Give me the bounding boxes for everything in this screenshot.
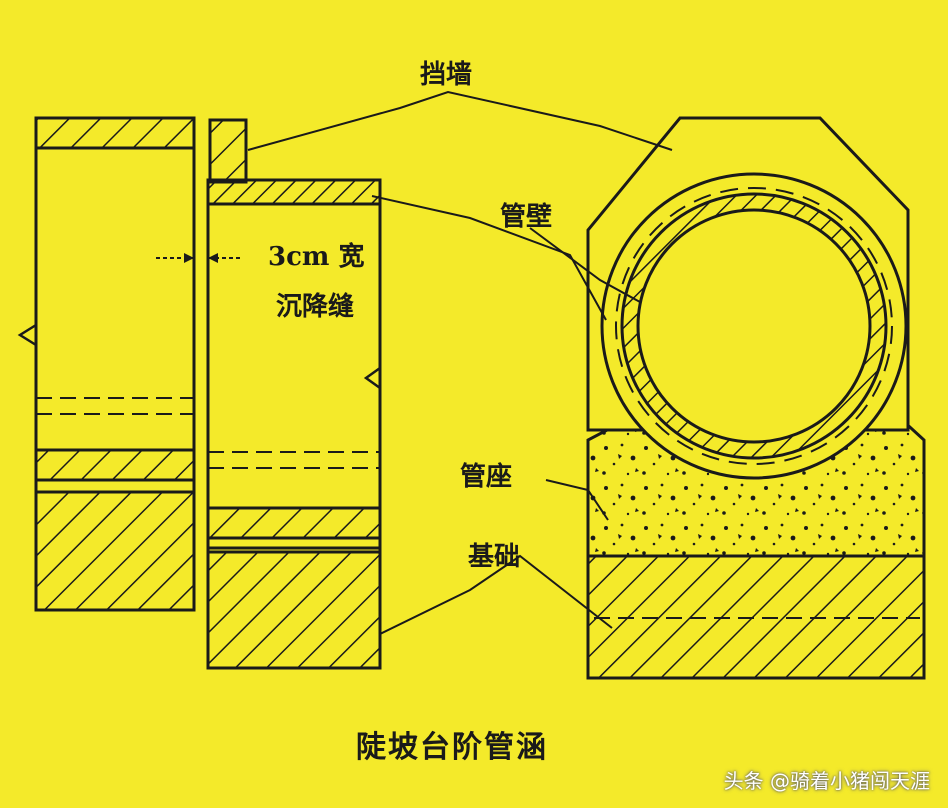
middle-foundation (206, 550, 382, 670)
watermark: 头条 @骑着小猪闯天涯 (723, 769, 930, 793)
left-foundation (34, 490, 196, 612)
middle-segment (156, 118, 382, 670)
cross-section (586, 116, 926, 680)
leader-lines (247, 90, 673, 635)
label-pipe-seat: 管座 (460, 462, 513, 492)
left-top-slab (34, 116, 196, 150)
label-pipe-wall: 管壁 (500, 202, 553, 232)
label-gap-width: 3cm 宽 (268, 242, 365, 272)
label-settlement-joint: 沉降缝 (276, 292, 355, 322)
break-mark (363, 366, 381, 390)
break-mark (17, 323, 37, 347)
left-segment (17, 116, 196, 612)
middle-pipe-wall-section (206, 506, 382, 540)
label-retaining-wall: 挡墙 (420, 60, 473, 90)
middle-top-slab (206, 178, 382, 206)
retaining-wall-block (208, 118, 248, 184)
diagram-caption: 陡坡台阶管涵 (356, 730, 548, 765)
label-foundation: 基础 (468, 542, 521, 572)
pipe-bore (636, 208, 872, 444)
left-pipe-wall-section (34, 448, 196, 482)
